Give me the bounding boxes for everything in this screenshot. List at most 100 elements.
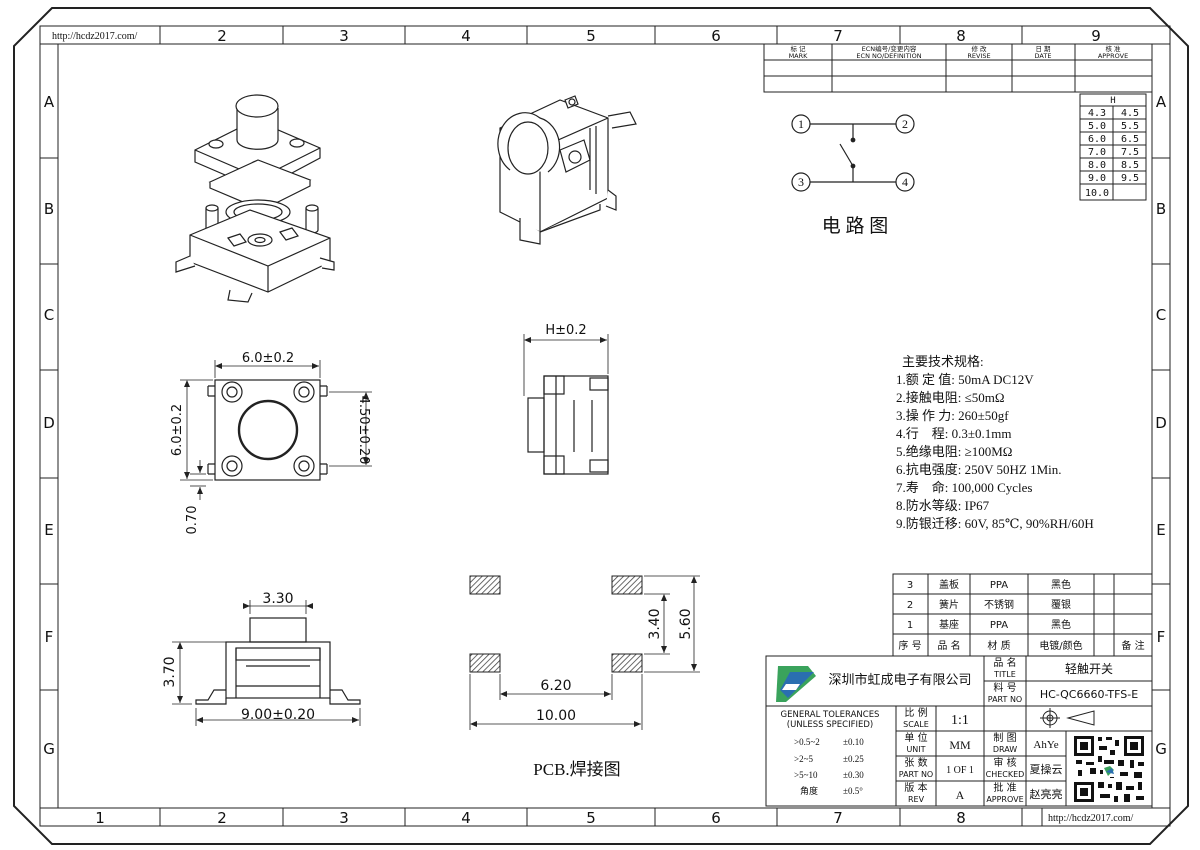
col-top-8: 8 — [956, 27, 966, 45]
row-right-g: G — [1155, 740, 1167, 758]
dim-height-45: 4.50±0.20 — [356, 396, 371, 465]
qr-code — [1072, 734, 1146, 804]
bom-cell: 不锈钢 — [984, 598, 1014, 611]
top-view — [180, 360, 372, 500]
bom-cell: 盖板 — [939, 578, 959, 591]
rev-h-mark-cn: 标 记 — [790, 44, 806, 53]
bom-cell: PPA — [990, 580, 1008, 591]
pin-2-label: 2 — [902, 117, 908, 131]
tol-value: ±0.25 — [843, 754, 864, 764]
tol-range: >2~5 — [794, 754, 813, 764]
bom-cell: 1 — [907, 620, 913, 631]
rev-h-ecn-cn: ECN编号/变更内容 — [862, 44, 917, 53]
spec-line: 5.绝缘电阻: ≥100MΩ — [896, 444, 1012, 459]
tolerance-title-2: (UNLESS SPECIFIED) — [787, 720, 873, 730]
h-cell: 8.0 — [1088, 160, 1106, 171]
col-bottom-7: 7 — [833, 809, 843, 827]
title-label-en: TITLE — [993, 670, 1016, 679]
row-right-e: E — [1156, 521, 1165, 539]
bom-cell: 簧片 — [939, 598, 959, 611]
dim-height-6: 6.0±0.2 — [170, 404, 185, 456]
approve-label-en: APPROVE — [986, 795, 1023, 804]
col-top-2: 2 — [217, 27, 227, 45]
row-left-g: G — [43, 740, 55, 758]
bom-cell: 覆银 — [1051, 598, 1071, 611]
specs-title: 主要技术规格: — [902, 354, 984, 369]
h-cell: 5.0 — [1088, 121, 1106, 132]
spec-line: 3.操 作 力: 260±50gf — [896, 408, 1009, 423]
row-right-b: B — [1156, 200, 1166, 218]
row-left-e: E — [44, 521, 53, 539]
draw-label-cn: 制 图 — [993, 731, 1016, 744]
sheet-label-cn: 张 数 — [904, 756, 927, 769]
dim-340: 3.40 — [647, 608, 663, 639]
part-label-en: PART NO — [988, 695, 1022, 704]
tol-range: 角度 — [800, 785, 818, 796]
rev-label-en: REV — [908, 795, 925, 804]
unit-value: MM — [949, 738, 971, 752]
title-value: 轻触开关 — [1065, 662, 1113, 676]
pcb-pad — [469, 653, 501, 673]
bom-header: 材 质 — [987, 639, 1010, 652]
side-view — [523, 334, 609, 475]
h-table: H 4.3 4.5 5.0 5.5 6.0 6.5 7.0 7.5 8.0 8.… — [1079, 93, 1147, 201]
pcb-pad — [469, 575, 501, 595]
spec-line: 4.行 程: 0.3±0.1mm — [896, 426, 1011, 441]
col-bottom-8: 8 — [956, 809, 966, 827]
check-label-cn: 审 核 — [993, 756, 1016, 769]
h-cell: 9.0 — [1088, 173, 1106, 184]
url-top: http://hcdz2017.com/ — [52, 31, 137, 42]
assembled-isometric-view — [497, 95, 637, 245]
specifications: 主要技术规格: 1.额 定 值: 50mA DC12V 2.接触电阻: ≤50m… — [896, 354, 1094, 531]
h-cell: 9.5 — [1121, 173, 1139, 184]
bom-cell: 3 — [907, 580, 913, 591]
pcb-title: PCB.焊接图 — [533, 760, 620, 779]
spec-line: 2.接触电阻: ≤50mΩ — [896, 390, 1005, 405]
exploded-isometric-view — [175, 94, 335, 303]
pcb-footprint: 3.40 5.60 6.20 10.00 PCB.焊接图 — [469, 575, 700, 779]
row-right-c: C — [1156, 306, 1166, 324]
col-top-9: 9 — [1091, 27, 1101, 45]
spec-line: 9.防银迁移: 60V, 85℃, 90%RH/60H — [896, 516, 1094, 531]
bom-header: 品 名 — [937, 639, 960, 652]
spec-line: 7.寿 命: 100,000 Cycles — [896, 480, 1033, 495]
approve-label-cn: 批 准 — [993, 781, 1016, 794]
rev-h-date-cn: 日 期 — [1035, 45, 1051, 53]
dim-h: H±0.2 — [545, 323, 586, 338]
rev-h-mark-en: MARK — [789, 52, 809, 60]
company-name: 深圳市虹成电子有限公司 — [828, 672, 971, 688]
rev-h-ecn-en: ECN NO/DEFINITION — [856, 52, 921, 60]
dim-900: 9.00±0.20 — [241, 707, 315, 723]
h-table-header: H — [1110, 96, 1115, 106]
rev-h-date-en: DATE — [1035, 52, 1052, 60]
unit-label-en: UNIT — [906, 745, 925, 754]
pcb-pad — [611, 575, 643, 595]
bom-table: 3 盖板 PPA 黑色 2 簧片 不锈钢 覆银 1 基座 PPA 黑色 序 号 … — [892, 573, 1153, 657]
tol-range: >0.5~2 — [794, 737, 820, 747]
tol-value: ±0.10 — [843, 737, 864, 747]
tolerance-title-1: GENERAL TOLERANCES — [781, 710, 880, 720]
projection-symbol — [1040, 708, 1095, 728]
col-top-3: 3 — [339, 27, 349, 45]
draw-label-en: DRAW — [993, 745, 1017, 754]
check-label-en: CHECKED — [986, 770, 1025, 779]
col-bottom-6: 6 — [711, 809, 721, 827]
bom-cell: 基座 — [939, 618, 959, 631]
draw-value: AhYe — [1033, 739, 1058, 751]
col-top-6: 6 — [711, 27, 721, 45]
title-block: 深圳市虹成电子有限公司 品 名 TITLE 料 号 PART NO 轻触开关 H… — [765, 655, 1153, 807]
rev-h-revise-en: REVISE — [967, 52, 990, 60]
spec-line: 1.额 定 值: 50mA DC12V — [896, 372, 1034, 387]
tol-value: ±0.30 — [843, 770, 864, 780]
dim-1000: 10.00 — [536, 708, 576, 724]
dim-width-6: 6.0±0.2 — [242, 351, 294, 366]
check-value: 夏操云 — [1030, 762, 1063, 776]
pin-1-label: 1 — [798, 117, 804, 131]
circuit-title: 电 路 图 — [822, 215, 889, 237]
pin-4-label: 4 — [902, 175, 908, 189]
row-left-d: D — [43, 414, 55, 432]
h-cell: 6.5 — [1121, 134, 1139, 145]
dim-330: 3.30 — [262, 591, 293, 607]
col-top-5: 5 — [586, 27, 596, 45]
